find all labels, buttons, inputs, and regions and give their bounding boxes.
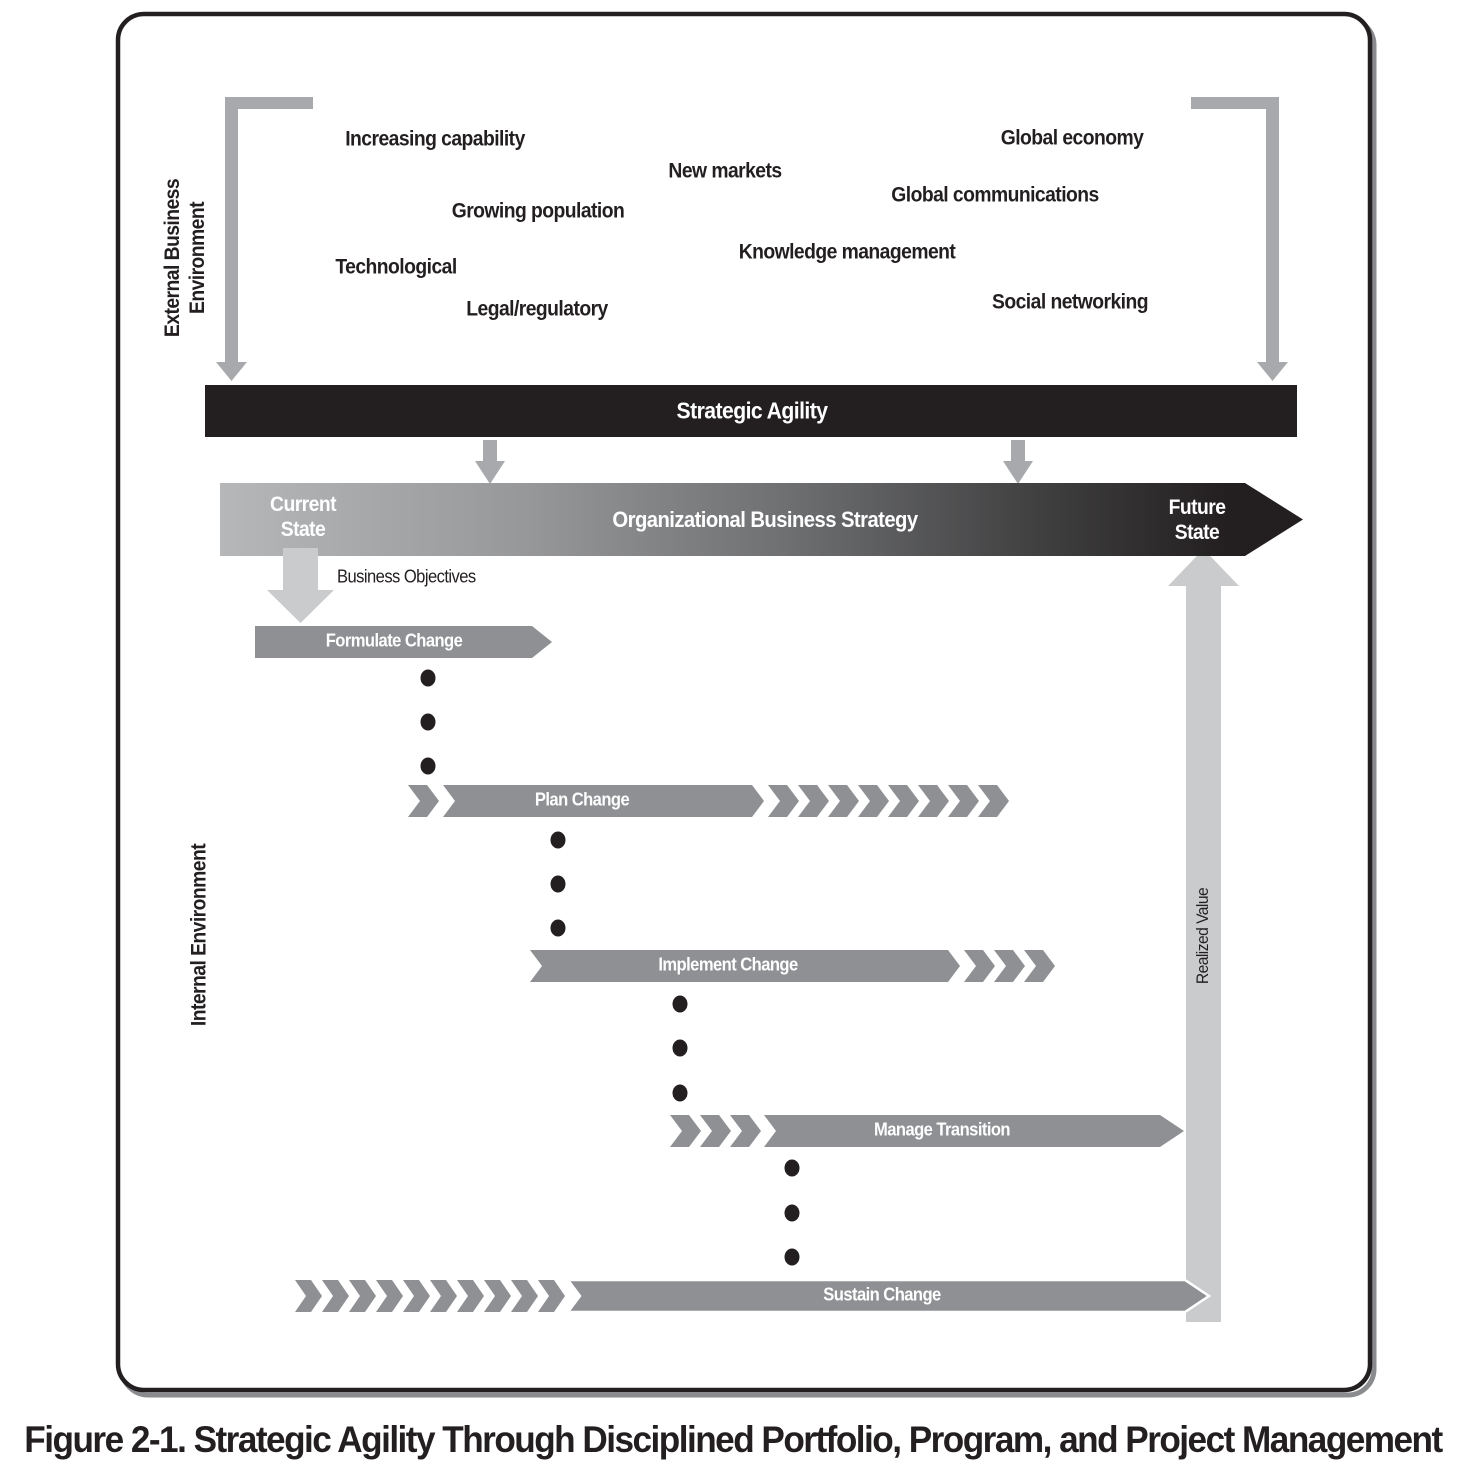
current-state-down-arrow — [267, 548, 334, 623]
strategic-agility-bar — [205, 385, 1297, 437]
down-arrow-small-left — [475, 440, 505, 484]
factor-knowledge-management: Knowledge management — [738, 240, 956, 264]
phase-label-plan: Plan Change — [534, 789, 630, 810]
phase-label-sustain: Sustain Change — [823, 1284, 941, 1305]
future-state-label: Future State — [1168, 496, 1226, 544]
external-arrow-right — [1191, 97, 1288, 381]
business-objectives-label: Business Objectives — [337, 566, 476, 587]
factor-global-communications: Global communications — [891, 183, 1099, 207]
organizational-business-strategy-label: Organizational Business Strategy — [612, 507, 918, 533]
phase-label-formulate: Formulate Change — [325, 630, 463, 651]
strategic-agility-label: Strategic Agility — [676, 397, 828, 424]
realized-value-label: Realized Value — [1192, 887, 1212, 985]
dots-column-2 — [550, 831, 566, 937]
factor-new-markets: New markets — [668, 159, 782, 183]
dots-column-1 — [420, 669, 436, 775]
external-environment-label: External Business Environment — [161, 178, 209, 338]
dots-column-4 — [784, 1159, 800, 1266]
phase-bar-manage — [670, 1115, 1184, 1147]
strategy-gradient-arrow — [220, 483, 1303, 556]
current-state-label: Current State — [270, 493, 336, 541]
factor-increasing-capability: Increasing capability — [345, 127, 525, 151]
phase-bar-sustain — [295, 1278, 1212, 1314]
down-arrow-small-right — [1003, 440, 1033, 484]
dots-column-3 — [672, 995, 688, 1102]
phase-label-implement: Implement Change — [658, 954, 798, 975]
phase-label-manage: Manage Transition — [873, 1119, 1011, 1140]
phase-bar-plan — [408, 785, 1009, 817]
realized-value-arrow — [1168, 549, 1239, 1322]
internal-environment-label: Internal Environment — [187, 843, 211, 1027]
factor-social-networking: Social networking — [992, 290, 1148, 314]
factor-global-economy: Global economy — [1000, 126, 1144, 150]
factor-growing-population: Growing population — [451, 199, 625, 223]
phase-bar-formulate — [255, 626, 552, 658]
factor-technological: Technological — [335, 255, 457, 279]
phase-bar-implement — [530, 950, 1055, 982]
external-arrow-left — [216, 97, 313, 381]
figure-caption: Figure 2-1. Strategic Agility Through Di… — [24, 1419, 1443, 1460]
factor-legal-regulatory: Legal/regulatory — [466, 297, 608, 321]
frame-border — [115, 11, 1373, 1393]
